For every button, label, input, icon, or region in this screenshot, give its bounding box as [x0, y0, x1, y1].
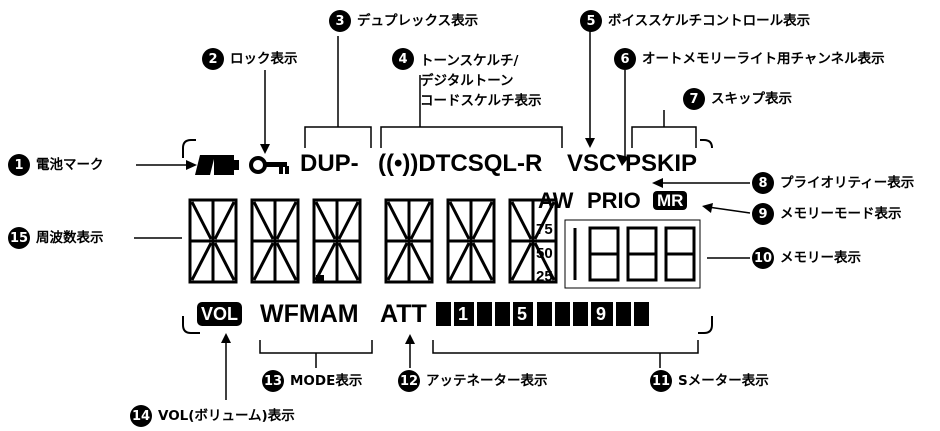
key-icon — [249, 156, 289, 174]
vol-indicator: VOL — [197, 302, 243, 326]
aw-indicator: AW — [538, 188, 574, 213]
prio-indicator: PRIO — [587, 188, 641, 213]
callout-number-15: 15 — [8, 227, 30, 249]
callout-number-4: 4 — [392, 48, 414, 70]
frequency-digits — [188, 198, 558, 284]
callout-number-1: 1 — [8, 154, 30, 176]
callout-number-3: 3 — [329, 10, 351, 32]
callout-number-2: 2 — [202, 48, 224, 70]
vsc-indicator: VSC — [567, 150, 617, 177]
callout-number-14: 14 — [130, 405, 152, 427]
callout-label-3: デュプレックス表示 — [357, 13, 479, 29]
callout-label-12: アッテネーター表示 — [426, 373, 548, 389]
lcd-frame — [182, 139, 713, 334]
callout-label-9: メモリーモード表示 — [780, 206, 902, 222]
callout-label-5: ボイススケルチコントロール表示 — [608, 13, 811, 29]
callout-number-9: 9 — [752, 203, 774, 225]
smeter-label-5: 5 — [517, 304, 528, 324]
callout-label-7: スキップ表示 — [711, 91, 792, 107]
khz-50: 50 — [536, 245, 553, 262]
callout-label-15: 周波数表示 — [36, 230, 104, 246]
battery-icon — [195, 155, 239, 175]
callout-number-8: 8 — [752, 172, 774, 194]
callout-number-7: 7 — [683, 88, 705, 110]
s-meter — [436, 302, 649, 326]
callout-label-13: MODE表示 — [290, 373, 363, 389]
memory-digits — [573, 226, 696, 282]
callout-label-8: プライオリティー表示 — [780, 175, 915, 191]
callout-label-10: メモリー表示 — [780, 250, 861, 266]
callout-number-10: 10 — [752, 247, 774, 269]
smeter-label-9: 9 — [596, 304, 607, 324]
tone-indicator: ((•))DTCSQL-R — [378, 150, 543, 177]
callout-label-14: VOL(ボリューム)表示 — [158, 408, 295, 424]
decimal-point — [316, 275, 324, 283]
callout-number-12: 12 — [398, 370, 420, 392]
callout-number-6: 6 — [614, 48, 636, 70]
callout-number-5: 5 — [580, 10, 602, 32]
callout-number-13: 13 — [262, 370, 284, 392]
pskip-indicator: PSKIP — [625, 150, 698, 177]
callout-label-6: オートメモリーライト用チャンネル表示 — [642, 51, 885, 67]
callout-label-4: トーンスケルチ/ デジタルトーン コードスケルチ表示 — [420, 53, 542, 109]
mr-indicator: MR — [653, 191, 688, 210]
smeter-label-1: 1 — [458, 304, 469, 324]
callout-number-11: 11 — [650, 370, 672, 392]
callout-label-2: ロック表示 — [230, 51, 298, 67]
dup-indicator: DUP- — [300, 150, 359, 177]
callout-label-11: Sメーター表示 — [678, 373, 769, 389]
khz-25: 25 — [536, 268, 553, 285]
callout-label-1: 電池マーク — [36, 157, 104, 173]
mode-indicator: WFMAM — [260, 300, 359, 328]
att-indicator: ATT — [380, 300, 427, 328]
khz-75: 75 — [536, 221, 553, 238]
